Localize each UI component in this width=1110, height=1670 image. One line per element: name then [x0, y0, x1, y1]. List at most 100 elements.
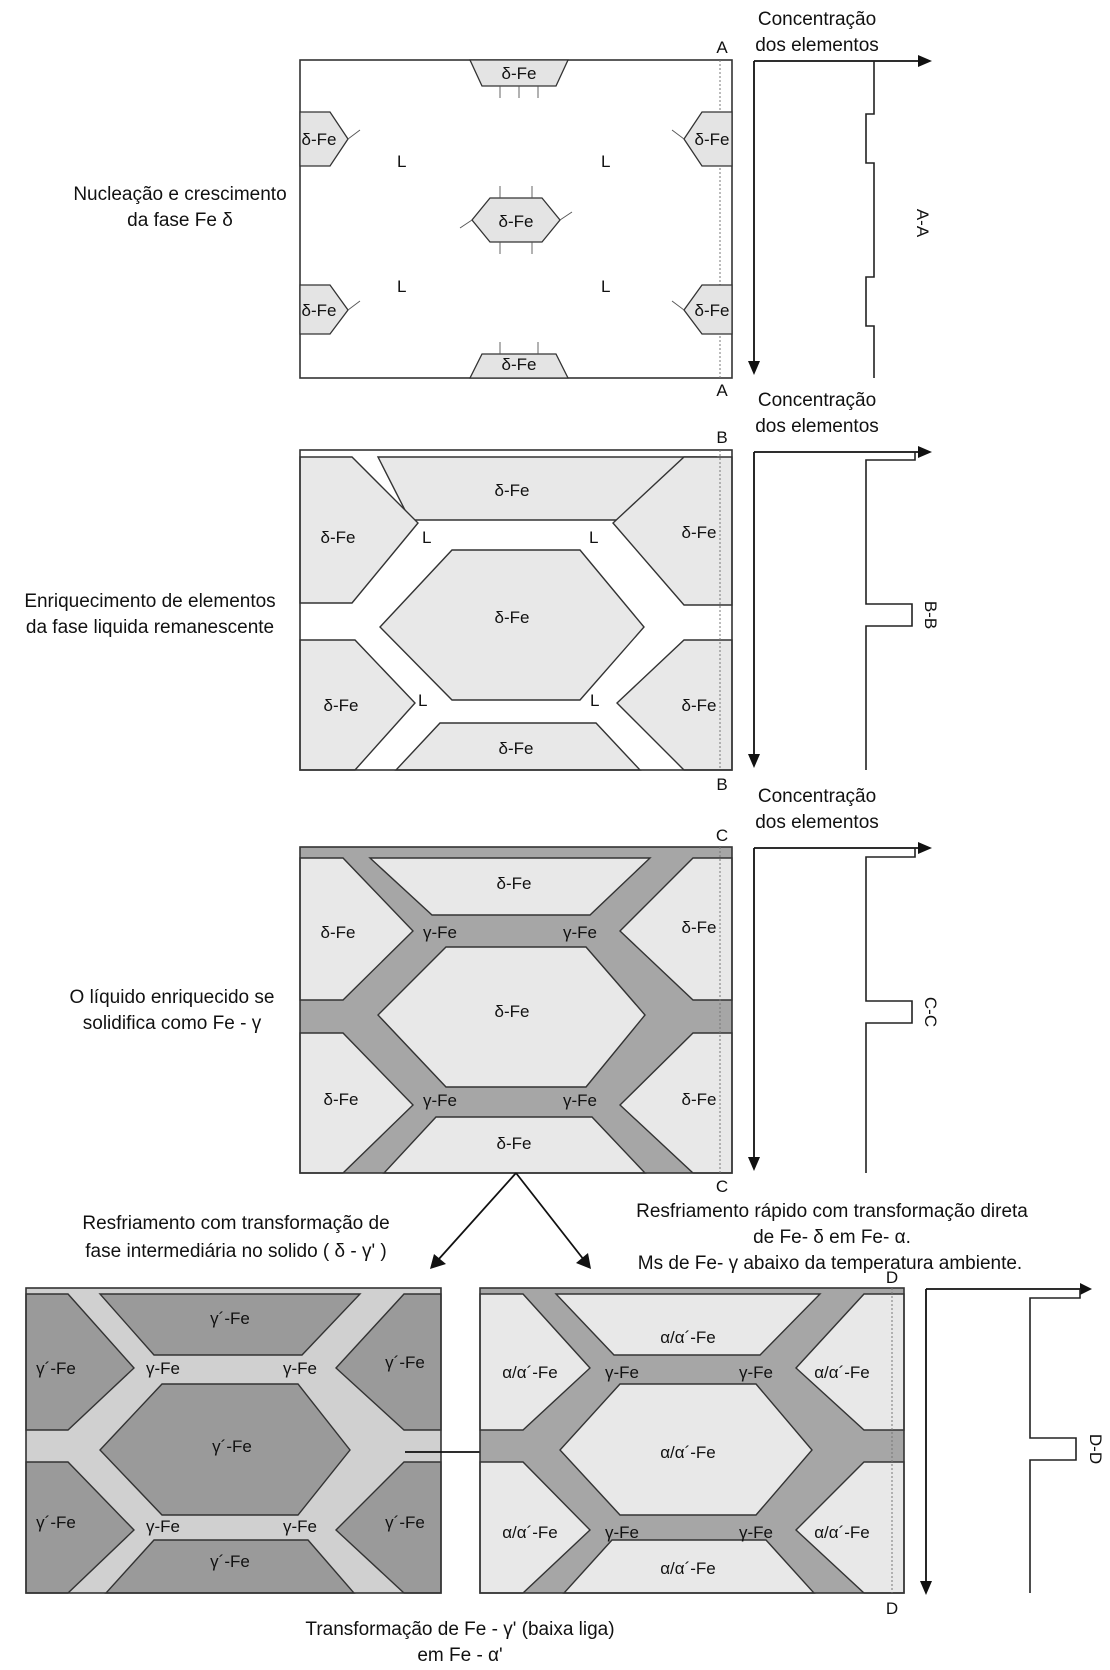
section-c-top: C: [716, 826, 728, 845]
section-b-bottom: B: [716, 775, 727, 794]
branch-arrowhead-right: [576, 1253, 591, 1269]
label-d-alpha-right-bottom: α/α´-Fe: [814, 1523, 870, 1542]
label-d-alpha-bottom: α/α´-Fe: [660, 1559, 716, 1578]
section-d-bottom: D: [886, 1599, 898, 1618]
arrow-a-down: [748, 361, 760, 375]
label-c-delta-left-top: δ-Fe: [321, 923, 356, 942]
axis-label-a-line-2: dos elementos: [755, 35, 879, 56]
profile-c: Concentração dos elementos C-C: [748, 786, 940, 1173]
label-c-delta-bottom: δ-Fe: [497, 1134, 532, 1153]
arrow-d-down: [920, 1581, 932, 1595]
label-e-gp-center: γ´-Fe: [212, 1437, 252, 1456]
axis-label-b-line-2: dos elementos: [755, 416, 879, 437]
label-d-alpha-center: α/α´-Fe: [660, 1443, 716, 1462]
profile-label-c: C-C: [921, 997, 940, 1027]
caption-branch-left-line-2: fase intermediária no solido ( δ - γ' ): [85, 1241, 386, 1262]
label-b-liquid-3: L: [418, 691, 427, 710]
label-c-delta-center: δ-Fe: [495, 1002, 530, 1021]
caption-branch-right-line-3: Ms de Fe- γ abaixo da temperatura ambien…: [638, 1253, 1022, 1274]
label-c-gamma-1: γ-Fe: [423, 923, 457, 942]
arrow-d-right: [1080, 1283, 1092, 1295]
profile-label-a: A-A: [913, 209, 932, 238]
label-d-alpha-left-bottom: α/α´-Fe: [502, 1523, 558, 1542]
section-a-bottom: A: [716, 381, 728, 400]
label-e-gp-left-top: γ´-Fe: [36, 1359, 76, 1378]
label-e-gamma-3: γ-Fe: [146, 1517, 180, 1536]
label-e-gamma-2: γ-Fe: [283, 1359, 317, 1378]
branch-arrow-left: [438, 1173, 516, 1260]
label-delta-right-top: δ-Fe: [695, 130, 730, 149]
profile-c-curve: [866, 848, 915, 1173]
label-e-gp-right-top: γ´-Fe: [385, 1353, 425, 1372]
profile-a: Concentração dos elementos A-A: [748, 9, 932, 378]
profile-label-d: D-D: [1086, 1434, 1105, 1464]
profile-d: D-D: [920, 1283, 1105, 1595]
stage-4-right: α/α´-Fe α/α´-Fe α/α´-Fe α/α´-Fe α/α´-Fe …: [480, 1268, 904, 1618]
label-d-alpha-left-top: α/α´-Fe: [502, 1363, 558, 1382]
label-liquid-1: L: [397, 152, 406, 171]
label-b-delta-bottom: δ-Fe: [499, 739, 534, 758]
arrow-c-down: [748, 1157, 760, 1171]
label-e-gamma-4: γ-Fe: [283, 1517, 317, 1536]
label-liquid-2: L: [601, 152, 610, 171]
axis-label-c-line-2: dos elementos: [755, 812, 879, 833]
label-d-gamma-2: γ-Fe: [739, 1363, 773, 1382]
label-c-delta-right-bottom: δ-Fe: [682, 1090, 717, 1109]
caption-bottom-line-1: Transformação de Fe - γ' (baixa liga): [305, 1619, 614, 1640]
stage-3: δ-Fe δ-Fe δ-Fe δ-Fe δ-Fe δ-Fe δ-Fe γ-Fe …: [70, 826, 732, 1196]
label-c-delta-top: δ-Fe: [497, 874, 532, 893]
label-liquid-4: L: [601, 277, 610, 296]
label-d-alpha-top: α/α´-Fe: [660, 1328, 716, 1347]
branch-arrow-right: [516, 1173, 584, 1260]
caption-branch-right-line-1: Resfriamento rápido com transformação di…: [636, 1201, 1028, 1222]
caption-stage-3-line-2: solidifica como Fe - γ: [83, 1013, 262, 1034]
caption-branch-right-line-2: de Fe- δ em Fe- α.: [753, 1227, 911, 1248]
label-b-delta-right-bottom: δ-Fe: [682, 696, 717, 715]
profile-d-curve: [1030, 1289, 1080, 1593]
axis-label-b-line-1: Concentração: [758, 390, 876, 411]
label-liquid-3: L: [397, 277, 406, 296]
label-e-gp-right-bottom: γ´-Fe: [385, 1513, 425, 1532]
label-d-gamma-1: γ-Fe: [605, 1363, 639, 1382]
arrow-b-down: [748, 754, 760, 768]
caption-stage-1-line-1: Nucleação e crescimento: [73, 184, 286, 205]
label-delta-top: δ-Fe: [502, 64, 537, 83]
label-e-gp-left-bottom: γ´-Fe: [36, 1513, 76, 1532]
stage-1: δ-Fe δ-Fe δ-Fe δ-Fe δ-Fe δ-Fe δ-Fe L L L…: [73, 38, 732, 400]
stage-2: δ-Fe δ-Fe δ-Fe δ-Fe δ-Fe δ-Fe δ-Fe L L L…: [24, 428, 732, 794]
label-b-delta-center: δ-Fe: [495, 608, 530, 627]
section-a-top: A: [716, 38, 728, 57]
label-d-gamma-4: γ-Fe: [739, 1523, 773, 1542]
profile-a-curve: [866, 61, 874, 378]
label-b-delta-right-top: δ-Fe: [682, 523, 717, 542]
label-delta-right-bottom: δ-Fe: [695, 301, 730, 320]
label-b-liquid-1: L: [422, 528, 431, 547]
stage-4-left: γ´-Fe γ´-Fe γ´-Fe γ´-Fe γ´-Fe γ´-Fe γ´-F…: [26, 1288, 441, 1593]
label-b-delta-left-top: δ-Fe: [321, 528, 356, 547]
axis-label-a-line-1: Concentração: [758, 9, 876, 30]
label-b-liquid-2: L: [589, 528, 598, 547]
section-d-top: D: [886, 1268, 898, 1287]
label-b-delta-top: δ-Fe: [495, 481, 530, 500]
label-d-gamma-3: γ-Fe: [605, 1523, 639, 1542]
caption-stage-2-line-2: da fase liquida remanescente: [26, 617, 274, 638]
axis-label-c-line-1: Concentração: [758, 786, 876, 807]
label-b-liquid-4: L: [590, 691, 599, 710]
label-c-delta-right-top: δ-Fe: [682, 918, 717, 937]
caption-stage-2-line-1: Enriquecimento de elementos: [24, 591, 275, 612]
label-e-gamma-1: γ-Fe: [146, 1359, 180, 1378]
label-b-delta-left-bottom: δ-Fe: [324, 696, 359, 715]
caption-branch-left-line-1: Resfriamento com transformação de: [82, 1213, 389, 1234]
arrow-c-right: [918, 842, 932, 854]
arrow-a-right: [918, 55, 932, 67]
label-e-gp-top: γ´-Fe: [210, 1309, 250, 1328]
caption-stage-3-line-1: O líquido enriquecido se: [70, 987, 275, 1008]
label-delta-bottom: δ-Fe: [502, 355, 537, 374]
caption-bottom-line-2: em Fe - α': [417, 1645, 502, 1666]
profile-b: Concentração dos elementos B-B: [748, 390, 940, 770]
label-c-delta-left-bottom: δ-Fe: [324, 1090, 359, 1109]
branch-arrows: Resfriamento com transformação de fase i…: [82, 1173, 1028, 1274]
label-e-gp-bottom: γ´-Fe: [210, 1552, 250, 1571]
label-c-gamma-2: γ-Fe: [563, 923, 597, 942]
